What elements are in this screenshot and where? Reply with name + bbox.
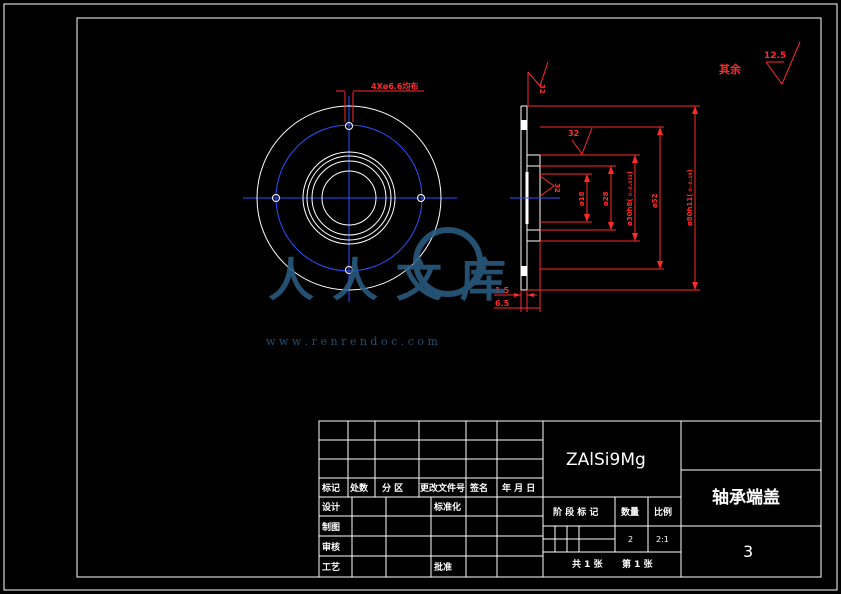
surface-left: 32 [553,183,561,193]
watermark: 人人文库 w w w . r e n r e n d o c . c o m [266,227,524,348]
role-design: 设计 [322,501,340,513]
bolt-hole [345,122,353,130]
side-view: 32 32 32 ø18 ø28 ø30h8( ₀₋₀.₀₃₃) ø52 ø80… [494,61,700,312]
bolt-hole [272,194,280,202]
header-zone: 分 区 [382,482,403,494]
role-review: 审核 [322,541,340,553]
bolt-hole [345,266,353,274]
scale-value: 2:1 [656,535,669,544]
header-sign: 签名 [469,482,488,494]
role-draw: 制图 [322,521,340,533]
quantity-value: 2 [628,535,633,544]
dim-d28: ø28 [602,191,610,206]
holes-note: 4Xø6.6均布 [371,81,418,91]
header-doc: 更改文件号 [420,482,465,494]
surface-top: 32 [538,84,546,94]
dim-d80: ø80h11( ₀₋₀.₁₉) [686,169,694,226]
header-count: 处数 [349,482,369,494]
header-mark: 标记 [321,482,340,494]
watermark-url: w w w . r e n r e n d o c . c o m [266,335,438,348]
role-process: 工艺 [322,561,340,573]
quantity-label: 数量 [621,506,639,518]
title-block [318,420,822,578]
part-name: 轴承端盖 [712,487,780,508]
dim-1-5: 1.5 [495,286,510,295]
material: ZAlSi9Mg [566,450,646,470]
bolt-hole [417,194,425,202]
dim-d52: ø52 [651,193,659,208]
flange-outline [256,105,442,291]
dim-6-5: 6.5 [495,299,510,308]
dim-d30: ø30h8( ₀₋₀.₀₃₃) [626,171,634,226]
general-roughness: 其余 12.5 [719,41,801,86]
watermark-text: 人人文库 [268,253,524,307]
total-sheets: 共 1 张 [572,558,604,570]
header-date: 年 月 日 [502,482,535,494]
surface-mid: 32 [568,129,579,138]
role-standard: 标准化 [433,501,461,513]
role-approve: 批准 [434,561,452,573]
drawing-number: 3 [743,542,753,561]
remainder-value: 12.5 [764,51,786,61]
title-block-text: 标记 处数 分 区 更改文件号 签名 年 月 日 设计 标准化 制图 审核 工艺… [321,450,780,573]
scale-label: 比例 [654,506,672,518]
stage-label: 阶 段 标 记 [553,506,598,518]
outer-border [3,3,838,591]
front-view: 4Xø6.6均布 [243,81,457,302]
dim-d18: ø18 [578,191,586,206]
remainder-label: 其余 [719,62,742,76]
sheet-no: 第 1 张 [622,558,654,570]
